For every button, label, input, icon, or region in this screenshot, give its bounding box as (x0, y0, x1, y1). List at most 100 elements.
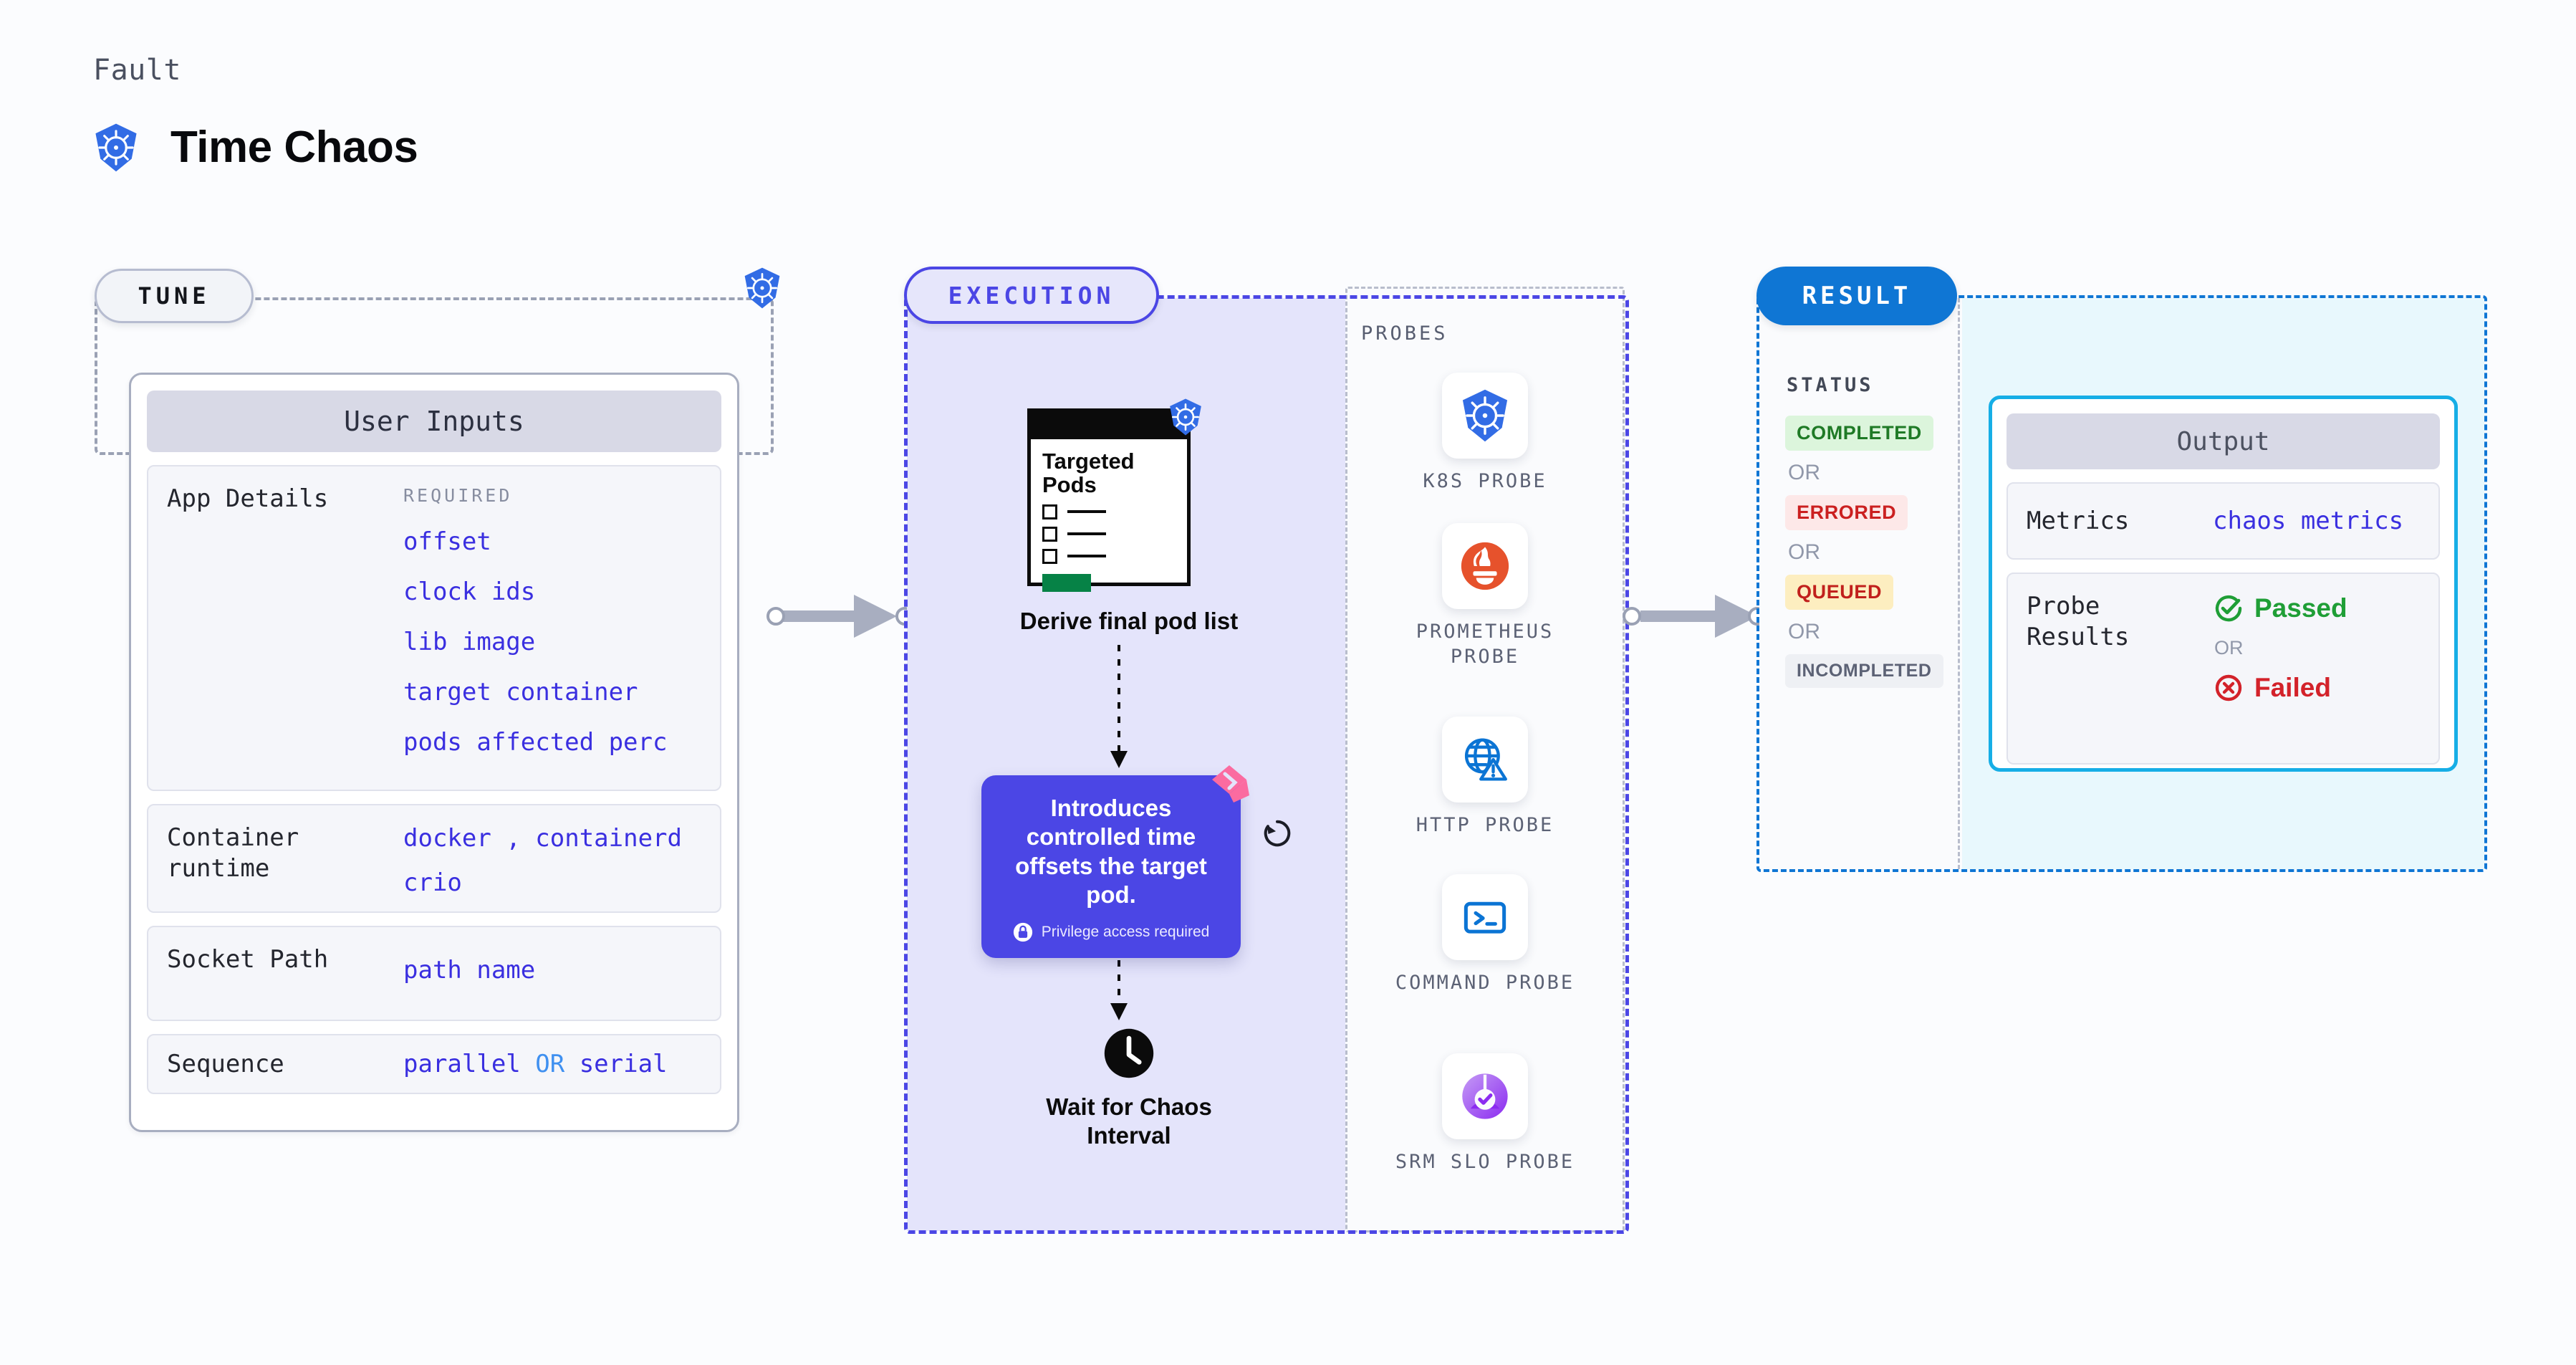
value-separator-or: OR (535, 1050, 565, 1078)
pod-checkbox-row[interactable] (1042, 504, 1176, 519)
fault-description-tooltip: Introduces controlled time offsets the t… (981, 765, 1249, 958)
value-target-container: target container (403, 678, 638, 707)
kubernetes-icon (1167, 398, 1204, 440)
value-path-name: path name (403, 956, 536, 985)
status-badge-completed: COMPLETED (1785, 416, 1933, 451)
derive-final-pod-list-label: Derive final pod list (1019, 608, 1239, 634)
status-or-2: OR (1788, 540, 1820, 564)
checkbox-icon[interactable] (1042, 526, 1057, 542)
refresh-icon[interactable] (1261, 817, 1294, 853)
pod-checkbox-row[interactable] (1042, 548, 1176, 564)
globe-warning-icon (1442, 717, 1528, 803)
value-containerd: containerd (535, 824, 682, 853)
row-probe-results: Probe Results Passed OR (2007, 573, 2440, 765)
row-container-runtime: Container runtime docker , containerd cr… (147, 804, 721, 913)
probe-command[interactable]: COMMAND PROBE (1345, 874, 1625, 995)
connector-execution-to-result (1640, 595, 1758, 638)
probe-label-k8s: K8S PROBE (1423, 470, 1547, 492)
probe-prometheus[interactable]: PROMETHEUS PROBE (1345, 523, 1625, 669)
tune-tag[interactable]: TUNE (95, 269, 254, 323)
slo-donut-check-icon (1442, 1053, 1528, 1139)
prometheus-icon (1442, 523, 1528, 609)
targeted-pods-step: Targeted Pods (1027, 398, 1235, 592)
status-or-3: OR (1788, 620, 1820, 643)
status-title: STATUS (1787, 374, 1874, 396)
probe-label-command: COMMAND PROBE (1395, 972, 1575, 994)
value-parallel: parallel (403, 1050, 521, 1078)
checkbox-icon[interactable] (1042, 548, 1057, 564)
value-pods-affected-perc: pods affected perc (403, 728, 668, 757)
probe-label-prometheus: PROMETHEUS PROBE (1416, 621, 1554, 669)
output-card: Output Metrics chaos metrics Probe Resul… (1989, 396, 2458, 772)
row-label-app-details: App Details (167, 484, 329, 513)
passed-label: Passed (2254, 593, 2347, 623)
row-metrics: Metrics chaos metrics (2007, 482, 2440, 560)
status-or-1: OR (1788, 461, 1820, 484)
value-sequence: parallel OR serial (403, 1050, 668, 1078)
row-label-container-runtime: Container runtime (167, 823, 299, 883)
probe-http[interactable]: HTTP PROBE (1345, 717, 1625, 838)
placeholder-line (1067, 532, 1106, 536)
probe-result-or: OR (2214, 637, 2244, 658)
clock-icon (1102, 1026, 1156, 1084)
failed-label: Failed (2254, 673, 2331, 702)
pod-checkbox-row[interactable] (1042, 526, 1176, 542)
value-offset: offset (403, 527, 491, 556)
probes-title: PROBES (1361, 322, 1448, 345)
user-inputs-title: User Inputs (147, 391, 721, 452)
probe-srm-slo[interactable]: SRM SLO PROBE (1345, 1053, 1625, 1174)
terminal-icon (1442, 874, 1528, 960)
connector-tune-to-execution (779, 595, 897, 638)
execution-tag[interactable]: EXECUTION (904, 267, 1159, 324)
row-sequence: Sequence parallel OR serial (147, 1034, 721, 1094)
required-tag: REQUIRED (403, 485, 513, 506)
probe-label-srm-slo: SRM SLO PROBE (1395, 1151, 1575, 1173)
value-lib-image: lib image (403, 628, 536, 656)
execution-panel-border (904, 295, 1629, 1234)
probe-result-failed: Failed (2213, 672, 2347, 704)
status-badge-queued: QUEUED (1785, 575, 1894, 610)
value-runtimes-line-1: docker , containerd (403, 824, 682, 853)
value-chaos-metrics: chaos metrics (2213, 507, 2404, 535)
wait-for-chaos-interval-step: Wait for Chaos Interval (1022, 1026, 1236, 1149)
value-clock-ids: clock ids (403, 578, 536, 606)
kubernetes-icon (92, 123, 140, 173)
status-badge-incompleted: INCOMPLETED (1785, 654, 1943, 688)
targeted-pods-title: Targeted Pods (1042, 449, 1135, 498)
row-socket-path: Socket Path path name (147, 926, 721, 1021)
ribbon-icon (1208, 764, 1251, 809)
lock-icon (1013, 922, 1033, 942)
kubernetes-icon (1442, 373, 1528, 459)
tooltip-text: Introduces controlled time offsets the t… (1015, 795, 1207, 908)
card-titlebar (1031, 412, 1187, 439)
row-app-details: App Details REQUIRED offset clock ids li… (147, 465, 721, 791)
connector-node-left-2 (1623, 607, 1641, 626)
row-label-metrics: Metrics (2027, 506, 2130, 535)
tune-kubernetes-badge-icon (741, 267, 783, 313)
fault-header: Time Chaos (92, 122, 418, 173)
targeted-pods-card: Targeted Pods (1027, 398, 1201, 592)
output-title: Output (2007, 413, 2440, 469)
privilege-note-text: Privilege access required (1041, 924, 1210, 940)
value-serial: serial (579, 1050, 668, 1078)
placeholder-line (1067, 555, 1106, 558)
flow-arrow-derive-to-tooltip (1110, 645, 1128, 768)
value-crio: crio (403, 868, 462, 897)
probe-k8s[interactable]: K8S PROBE (1345, 373, 1625, 494)
checkbox-icon[interactable] (1042, 504, 1057, 519)
connector-node-left (766, 607, 785, 626)
status-badge-errored: ERRORED (1785, 495, 1908, 530)
confirm-bar (1042, 573, 1091, 592)
page-title: Time Chaos (170, 123, 418, 172)
row-label-sequence: Sequence (167, 1049, 284, 1078)
value-docker: docker (403, 824, 491, 853)
probe-result-passed: Passed (2213, 593, 2347, 624)
check-circle-icon (2213, 593, 2244, 624)
user-inputs-card: User Inputs App Details REQUIRED offset … (129, 373, 739, 1132)
privilege-note: Privilege access required (1000, 922, 1222, 942)
status-list: COMPLETED OR ERRORED OR QUEUED OR INCOMP… (1785, 416, 1971, 688)
result-tag[interactable]: RESULT (1756, 267, 1957, 325)
placeholder-line (1067, 510, 1106, 514)
x-circle-icon (2213, 672, 2244, 704)
